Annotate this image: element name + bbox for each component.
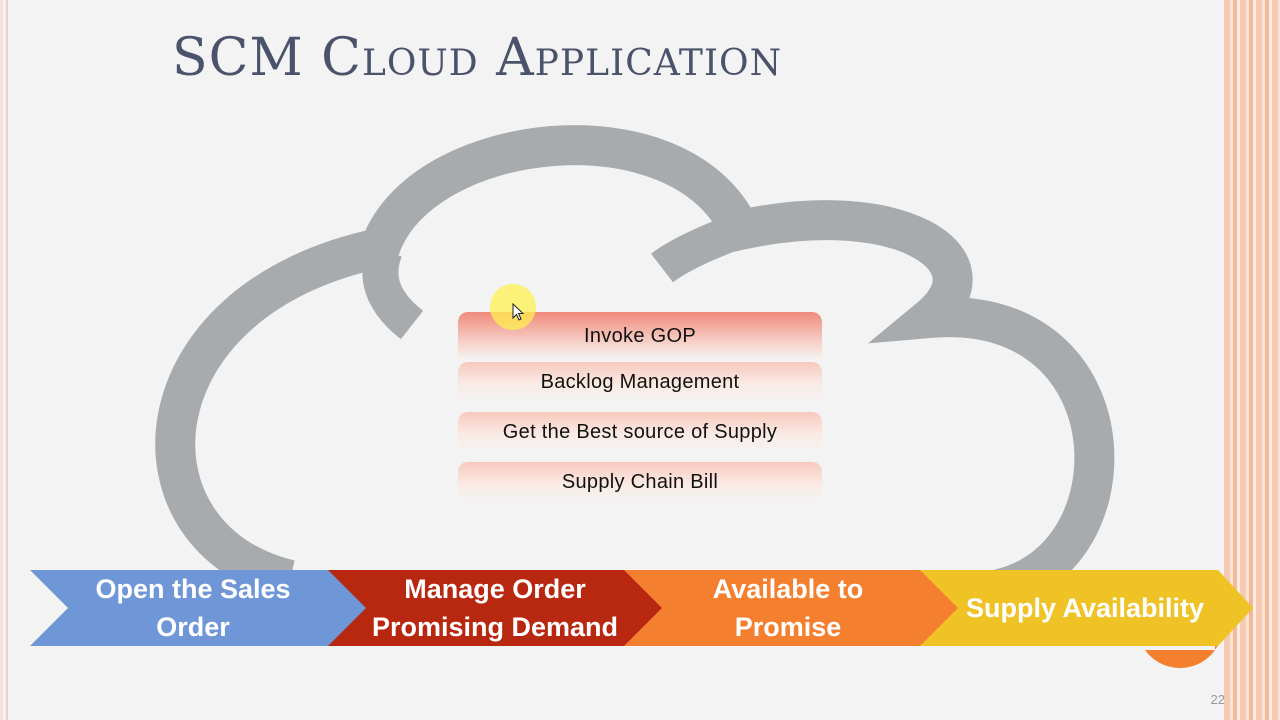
step-invoke-gop[interactable]: Invoke GOP bbox=[458, 312, 822, 360]
flow-arrow-available-to-promise[interactable] bbox=[624, 570, 961, 646]
flow-label-supply-availability: Supply Availability bbox=[965, 593, 1205, 623]
slide-title: SCM Cloud Application bbox=[172, 28, 783, 88]
step-best-source-of-supply[interactable]: Get the Best source of Supply bbox=[458, 412, 822, 452]
flow-accent-shape bbox=[1145, 600, 1224, 669]
page-number: 22 bbox=[1210, 692, 1225, 707]
flow-label-open-sales-order: Open the Sales Order bbox=[95, 574, 291, 642]
cloud-steps-stack: Invoke GOP Backlog Management Get the Be… bbox=[458, 312, 822, 512]
mouse-pointer-icon bbox=[512, 303, 525, 321]
flow-label-available-to-promise: Available to Promise bbox=[712, 574, 864, 642]
flow-arrow-open-sales-order[interactable] bbox=[30, 570, 368, 646]
flow-arrow-manage-order-promising[interactable] bbox=[328, 570, 664, 646]
step-supply-chain-bill[interactable]: Supply Chain Bill bbox=[458, 462, 822, 502]
flow-label-manage-order-promising: Manage Order Promising Demand bbox=[371, 574, 619, 642]
step-backlog-management[interactable]: Backlog Management bbox=[458, 362, 822, 402]
left-border-decoration bbox=[0, 0, 12, 720]
flow-arrow-supply-availability[interactable] bbox=[920, 570, 1253, 646]
